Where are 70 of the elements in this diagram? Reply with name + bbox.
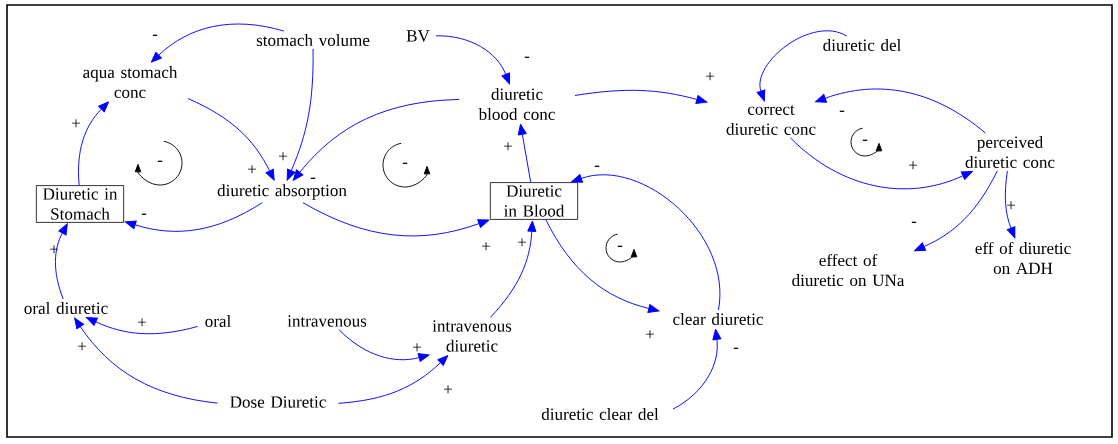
- polarity-sign: +: [444, 385, 452, 394]
- variable-label: BV: [406, 30, 430, 42]
- variable-label: effect of diuretic on UNa: [792, 253, 905, 287]
- arrow: [78, 101, 110, 186]
- variable-label: clear diuretic: [673, 313, 763, 325]
- arrow: [124, 202, 263, 232]
- arrow: [571, 174, 721, 311]
- arrow: [1004, 170, 1016, 239]
- variable-label: diuretic del: [823, 39, 901, 51]
- polarity-sign: +: [482, 242, 490, 251]
- variable-label: diuretic blood conc: [478, 88, 555, 120]
- variable-label: oral diuretic: [24, 302, 108, 314]
- arrow: [187, 98, 275, 181]
- stock-box: Diuretic in Stomach: [35, 185, 125, 223]
- variable-label: aqua stomach conc: [83, 66, 178, 98]
- polarity-sign: +: [706, 72, 714, 81]
- polarity-sign: +: [78, 342, 86, 351]
- variable-label: diuretic absorption: [217, 184, 347, 200]
- polarity-sign: -: [839, 110, 845, 112]
- variable-label: intravenous: [287, 315, 367, 327]
- arrow: [672, 328, 722, 410]
- arrow: [74, 317, 219, 404]
- arrow: [302, 202, 490, 237]
- loop-sign: -: [617, 245, 623, 247]
- arrow: [574, 89, 708, 104]
- arrow: [490, 220, 537, 318]
- arrow: [435, 35, 510, 85]
- polarity-sign: -: [141, 213, 147, 215]
- arrow: [292, 99, 460, 181]
- polarity-sign: +: [248, 165, 256, 174]
- polarity-sign: +: [1007, 201, 1015, 210]
- variable-label: intravenous diuretic: [432, 320, 512, 352]
- loop-sign: -: [402, 162, 408, 164]
- arrow: [54, 223, 68, 300]
- arrow: [517, 123, 532, 183]
- arrow: [815, 88, 986, 134]
- polarity-sign: +: [413, 343, 421, 352]
- polarity-sign: +: [504, 142, 512, 151]
- variable-label: perceived diuretic conc: [965, 136, 1055, 168]
- variable-label: correct diuretic conc: [726, 105, 816, 135]
- arrow: [756, 30, 848, 102]
- arrow: [338, 329, 430, 363]
- variable-label: stomach volume: [256, 34, 370, 46]
- polarity-sign: -: [524, 56, 530, 58]
- polarity-sign: +: [279, 152, 287, 161]
- variable-label: oral: [205, 315, 231, 327]
- polarity-sign: -: [594, 165, 600, 167]
- polarity-sign: +: [646, 330, 654, 339]
- variable-label: Dose Diuretic: [230, 396, 326, 408]
- loop-sign: -: [157, 160, 163, 162]
- polarity-sign: -: [911, 221, 917, 223]
- arrow: [286, 48, 314, 181]
- arrow: [150, 23, 285, 63]
- arrow: [337, 355, 449, 404]
- polarity-sign: -: [310, 177, 316, 179]
- loop-sign: -: [862, 139, 868, 141]
- polarity-sign: -: [733, 347, 739, 349]
- arrow: [85, 317, 199, 335]
- polarity-sign: +: [50, 245, 58, 254]
- polarity-sign: +: [909, 161, 917, 170]
- variable-label: eff of diuretic on ADH: [975, 241, 1071, 275]
- arrow: [789, 137, 973, 190]
- polarity-sign: +: [72, 119, 80, 128]
- stock-box: Diuretic in Blood: [489, 182, 579, 220]
- polarity-sign: +: [138, 318, 146, 327]
- variable-label: diuretic clear del: [541, 408, 659, 420]
- polarity-sign: +: [518, 238, 526, 247]
- polarity-sign: -: [152, 34, 158, 36]
- arrow: [545, 219, 660, 313]
- arrow: [914, 170, 998, 252]
